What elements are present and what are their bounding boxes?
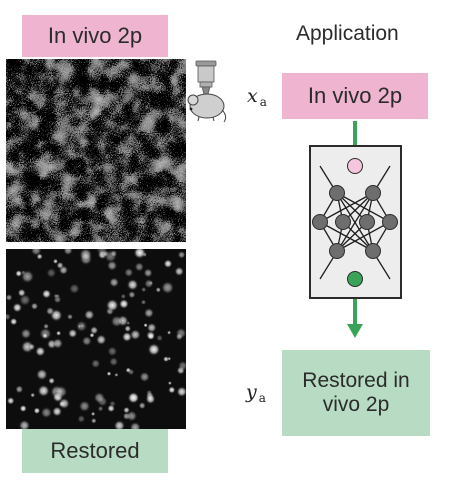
neural-network-icon bbox=[309, 145, 402, 299]
hidden-node bbox=[365, 185, 381, 201]
hidden-node bbox=[382, 214, 398, 230]
mouse-icon bbox=[187, 93, 227, 123]
application-title: Application bbox=[296, 22, 399, 45]
input-node bbox=[347, 158, 363, 174]
in-vivo-2p-label-left: In vivo 2p bbox=[22, 15, 168, 57]
hidden-node bbox=[329, 185, 345, 201]
restored-label-left: Restored bbox=[22, 429, 168, 473]
in-vivo-2p-label-right: In vivo 2p bbox=[282, 73, 428, 119]
output-node bbox=[347, 271, 363, 287]
restored-image bbox=[6, 249, 186, 429]
hidden-node bbox=[329, 243, 345, 259]
restored-in-vivo-2p-label: Restored in vivo 2p bbox=[282, 350, 430, 436]
hidden-node bbox=[365, 243, 381, 259]
hidden-node bbox=[359, 214, 375, 230]
output-arrow bbox=[347, 298, 363, 338]
raw-in-vivo-image bbox=[6, 59, 186, 242]
hidden-node bbox=[312, 214, 328, 230]
hidden-node bbox=[335, 214, 351, 230]
